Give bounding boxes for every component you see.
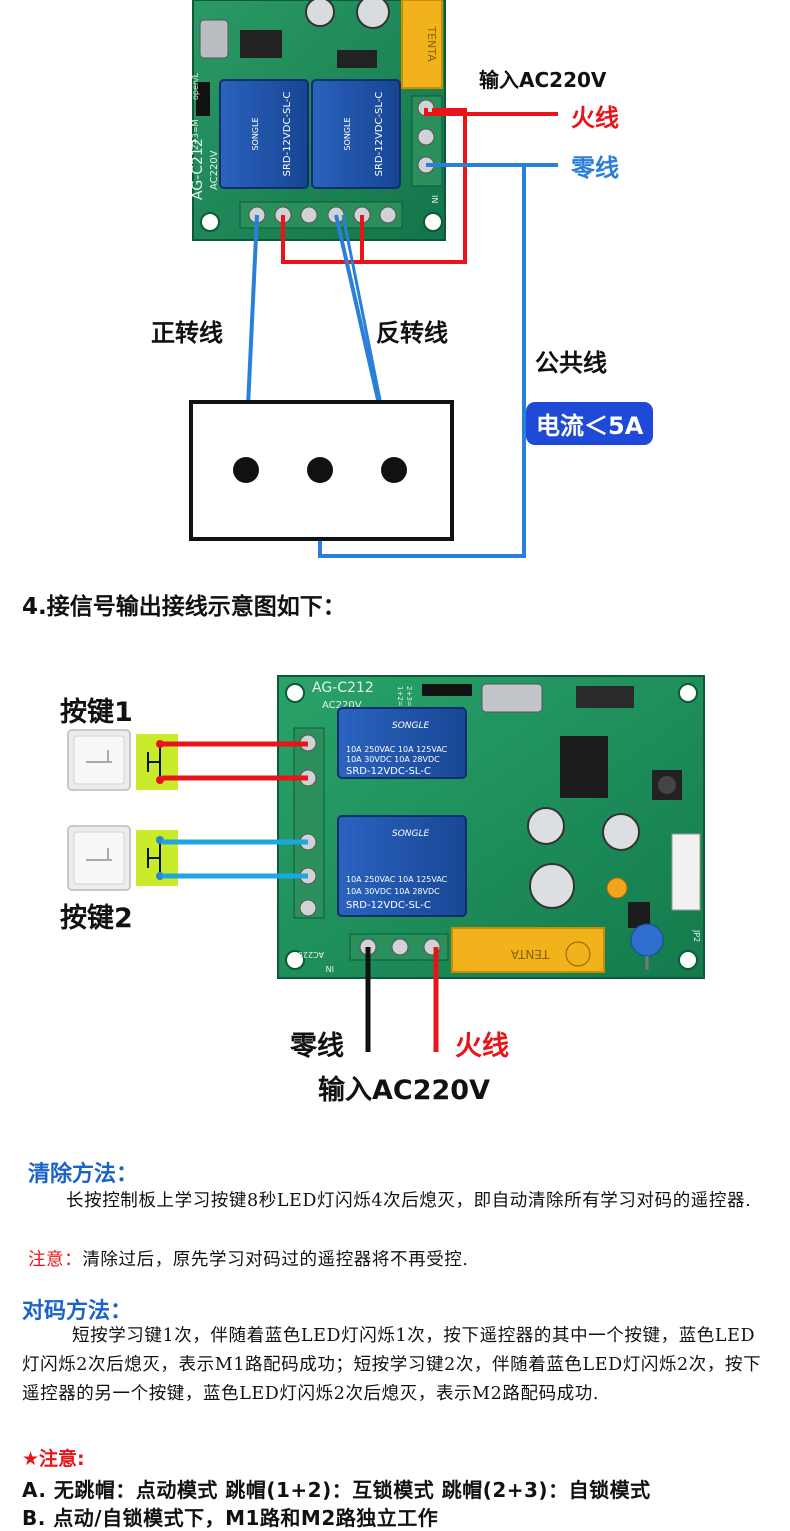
jumper-header [196,82,210,116]
svg-text:AC220V: AC220V [322,700,362,711]
motor-terminal-forward [233,457,259,483]
svg-text:JP2: JP2 [692,929,701,942]
safety-capacitor [451,927,605,973]
reverse-wire-label: 反转线 [376,319,448,347]
svg-text:10A 250VAC 10A 125VAC: 10A 250VAC 10A 125VAC [346,745,448,754]
svg-text:10A 30VDC 10A 28VDC: 10A 30VDC 10A 28VDC [346,755,440,764]
section-4-heading: 4.接信号输出接线示意图如下： [22,594,346,620]
mounting-hole [285,683,305,703]
terminal-screw [391,938,409,956]
common-wire-label: 公共线 [535,349,607,377]
motor-terminal-reverse [381,457,407,483]
header-connector [671,833,701,911]
rf-coil [576,686,634,708]
electrolytic-capacitor [527,807,565,845]
neutral-power-label: 零线 [290,1031,344,1062]
svg-text:AG-C212: AG-C212 [190,138,206,200]
input-ac-label-2: 输入AC220V [318,1075,490,1106]
mounting-hole [200,212,220,232]
svg-text:1+2=L: 1+2=L [396,686,404,711]
svg-text:SONGLE: SONGLE [392,721,430,731]
button-2-label: 按键2 [60,903,133,934]
ic-chip [337,50,377,68]
electrolytic-capacitor [356,0,390,29]
signal-output-wiring-diagram: AG-C212 AC220V 1+2=L 2+3=M SONGLE 10A 25… [67,675,705,1052]
button-2-wires [162,839,308,879]
regulator [628,902,650,928]
terminal-screw [300,206,318,224]
svg-text:AC220V: AC220V [209,150,220,190]
mounting-hole [678,683,698,703]
svg-text:SRD-12VDC-SL-C: SRD-12VDC-SL-C [346,900,431,911]
crystal-oscillator [199,19,229,59]
crystal-oscillator [481,683,543,713]
learn-button-cap [658,776,676,794]
input-ac-label: 输入AC220V [479,68,607,92]
svg-text:10A 30VDC 10A 28VDC: 10A 30VDC 10A 28VDC [346,887,440,896]
terminal-screw [299,899,317,917]
svg-text:AC220V: AC220V [292,950,324,959]
svg-text:SRD-12VDC-SL-C: SRD-12VDC-SL-C [346,766,431,777]
clear-method-note: 注意：清除过后，原先学习对码过的遥控器将不再受控. [28,1246,766,1275]
button-1-label: 按键1 [60,697,133,728]
clear-method-body: 长按控制板上学习按键8秒LED灯闪烁4次后熄灭，即自动清除所有学习对码的遥控器. [66,1191,752,1211]
mounting-hole [423,212,443,232]
svg-text:TENTA: TENTA [425,25,438,62]
pair-note-title: ★注意: [22,1448,85,1470]
svg-text:SRD-12VDC-SL-C: SRD-12VDC-SL-C [282,92,293,177]
clear-method-title: 清除方法： [28,1162,139,1187]
ic-chip [240,30,282,58]
forward-wire-label: 正转线 [151,319,223,347]
relay-2: SRD-12VDC-SL-C SONGLE [311,79,401,189]
motor-terminal-common [307,457,333,483]
svg-text:SONGLE: SONGLE [392,829,430,839]
button-1-wires [162,741,308,781]
current-limit-badge: 电流＜5A [526,402,654,445]
svg-text:TENTA: TENTA [510,947,550,961]
mounting-hole [285,950,305,970]
relay-1: SRD-12VDC-SL-C SONGLE [219,79,309,189]
jumper-header [422,684,472,696]
motor-box [189,400,454,541]
svg-text:10A 250VAC 10A 125VAC: 10A 250VAC 10A 125VAC [346,875,448,884]
ic-chip [560,736,608,798]
svg-text:SONGLE: SONGLE [343,117,352,150]
svg-text:AG-C212: AG-C212 [312,680,374,696]
neutral-wire-label: 零线 [571,154,619,182]
clear-note-prefix: 注意： [28,1250,83,1270]
push-button-1 [67,729,131,791]
pair-note-a: A. 无跳帽：点动模式 跳帽(1+2)：互锁模式 跳帽(2+3)：自锁模式 [22,1478,651,1502]
pair-method-title: 对码方法： [22,1299,133,1324]
live-power-label: 火线 [455,1031,509,1062]
control-board-top: TENTA AG-C212 AC220V 2+3=M open/L SRD-12… [190,0,446,241]
mounting-hole [678,950,698,970]
relay-1: SONGLE 10A 250VAC 10A 125VAC 10A 30VDC 1… [337,707,467,779]
control-board-bottom: AG-C212 AC220V 1+2=L 2+3=M SONGLE 10A 25… [277,675,705,979]
terminal-screw [417,128,435,146]
electrolytic-capacitor [529,863,575,909]
svg-text:IN: IN [326,964,334,973]
svg-text:open/L: open/L [191,72,200,100]
motor-wiring-diagram: TENTA AG-C212 AC220V 2+3=M open/L SRD-12… [189,0,558,558]
relay-2: SONGLE 10A 250VAC 10A 125VAC 10A 30VDC 1… [337,815,467,917]
varistor [630,923,664,957]
svg-text:SRD-12VDC-SL-C: SRD-12VDC-SL-C [374,92,385,177]
electrolytic-capacitor [305,0,335,27]
svg-text:2+3=M: 2+3=M [405,686,413,713]
svg-text:2+3=M: 2+3=M [191,119,200,150]
pair-note-b: B. 点动/自锁模式下，M1路和M2路独立工作 [22,1506,439,1530]
safety-capacitor [401,0,443,89]
push-button-2 [67,825,131,891]
svg-text:IN: IN [430,195,439,203]
pair-method-body: 短按学习键1次，伴随着蓝色LED灯闪烁1次，按下遥控器的其中一个按键，蓝色LED… [22,1326,762,1404]
electrolytic-capacitor [602,813,640,851]
live-wire-label: 火线 [571,104,619,132]
live-wire [281,108,558,264]
svg-text:SONGLE: SONGLE [251,117,260,150]
ceramic-capacitor [606,877,628,899]
terminal-screw [379,206,397,224]
clear-note-body: 清除过后，原先学习对码过的遥控器将不再受控. [82,1250,469,1270]
